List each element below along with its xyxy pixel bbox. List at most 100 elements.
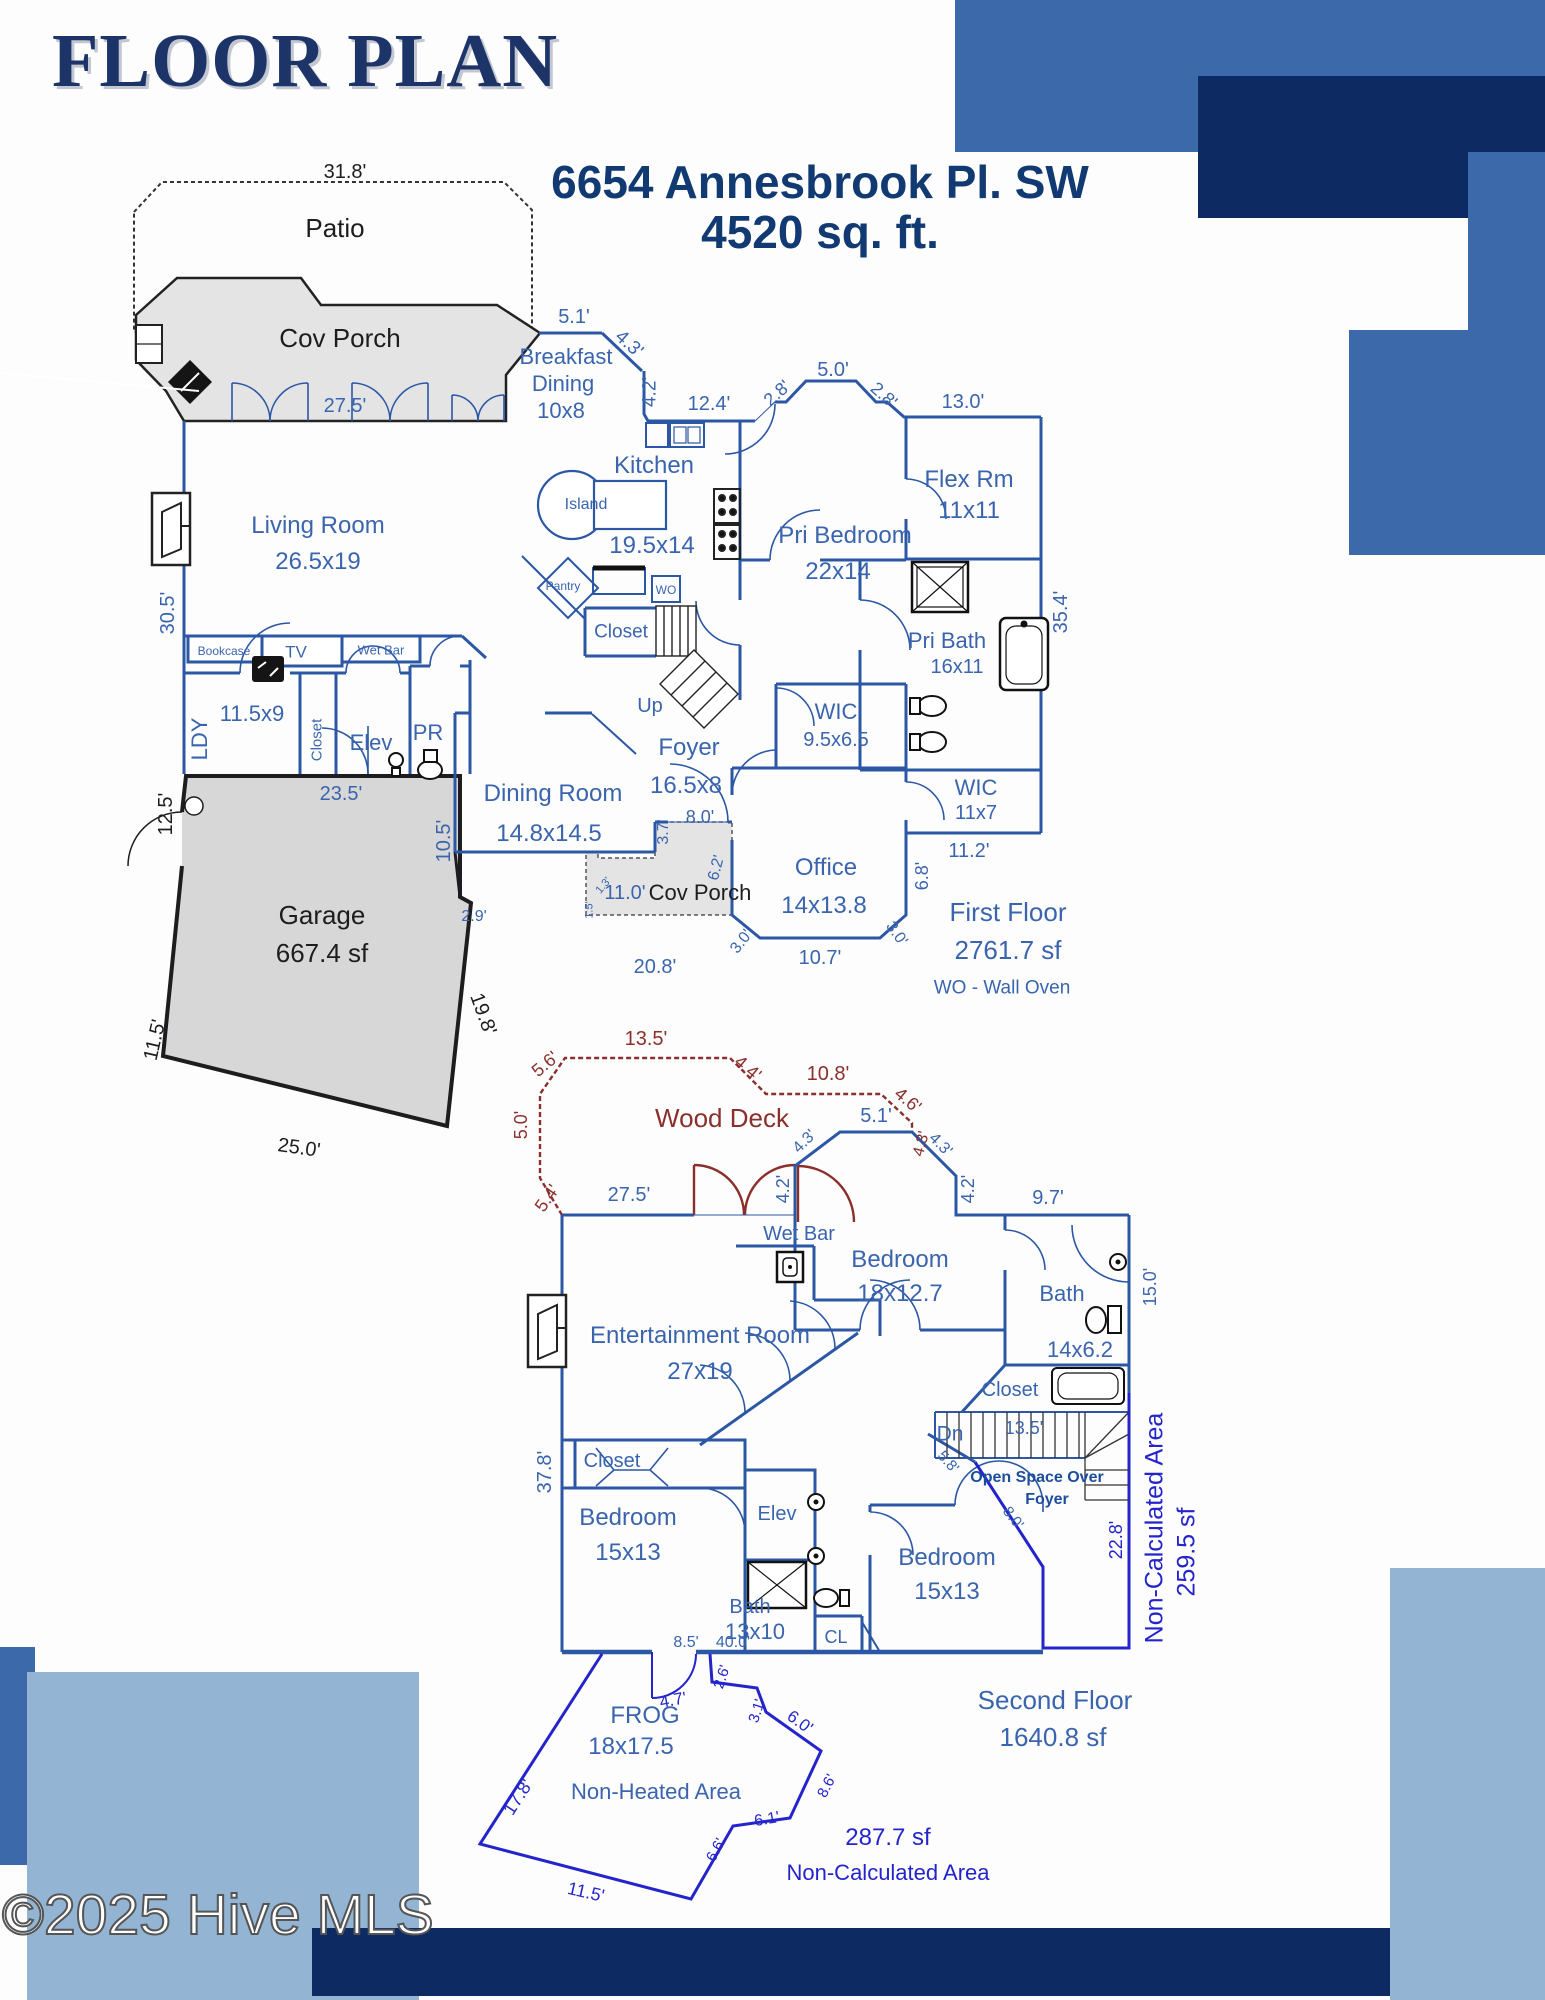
dim: 8.0' — [685, 807, 715, 827]
room-wic1: WIC — [814, 699, 858, 724]
room-office: Office — [794, 854, 858, 881]
stairs-dn: Dn — [936, 1422, 964, 1446]
dim-pri-bath: 16x11 — [930, 656, 984, 678]
pr-toilet-icon — [388, 749, 443, 780]
dim: 6.8' — [912, 861, 932, 891]
room-elev2: Elev — [757, 1503, 797, 1525]
dim: 8.5' — [673, 1634, 699, 1651]
dim: 23.5' — [319, 783, 363, 805]
deco-bottom-navy-band — [312, 1928, 1390, 1996]
room-kitchen: Kitchen — [613, 452, 695, 479]
room-tv: TV — [285, 642, 307, 662]
dim-pri-bedroom: 22x14 — [805, 558, 871, 585]
dim-frog: 18x17.5 — [588, 1733, 674, 1760]
bath2-fixtures — [1051, 1253, 1127, 1405]
dim-bath2: 14x6.2 — [1046, 1337, 1114, 1362]
front-cov-porch — [585, 821, 733, 916]
dim: 22.8' — [1106, 1520, 1126, 1560]
dim-bedroom15L: 15x13 — [595, 1539, 661, 1566]
room-living: Living Room — [251, 512, 385, 539]
room-wo: WO — [655, 583, 677, 597]
ent-room-window-icon — [526, 1293, 568, 1369]
dim-foyer: 16.5x8 — [649, 772, 723, 799]
room-foyer: Foyer — [658, 734, 720, 761]
dim: 25.0' — [276, 1134, 322, 1162]
dim-deck: 10.8' — [806, 1063, 850, 1085]
dim: 13.0' — [941, 391, 985, 413]
room-wood-deck: Wood Deck — [655, 1103, 789, 1133]
wood-deck-outline — [538, 1056, 914, 1223]
address-block: 6654 Annesbrook Pl. SW 4520 sq. ft. — [505, 157, 1135, 258]
room-patio: Patio — [305, 213, 365, 243]
summary-ff-1: First Floor — [949, 897, 1067, 927]
nca-right-2: 259.5 sf — [1172, 1507, 1201, 1597]
room-pr: PR — [412, 720, 444, 745]
pri-bath-fixtures — [909, 560, 1050, 753]
room-wetbar1: Wet Bar — [357, 642, 405, 658]
deco-right-medium-blue-2 — [1349, 330, 1545, 555]
dim-living: 26.5x19 — [275, 548, 361, 575]
frog-nonheated: Non-Heated Area — [571, 1779, 741, 1804]
room-cov-porch-front: Cov Porch — [648, 880, 752, 905]
room-pantry: Pantry — [545, 579, 581, 593]
dim: 40.0' — [715, 1634, 751, 1651]
second-floor-walls — [560, 1130, 1131, 1655]
stairs-up — [655, 605, 739, 729]
room-breakfast3: 10x8 — [537, 398, 585, 423]
dim: 15.0' — [1140, 1267, 1160, 1307]
dim: 5.1' — [558, 306, 590, 328]
dim-patio-width: 31.8' — [323, 161, 367, 183]
dim: 37.8' — [534, 1450, 556, 1494]
dim-stairs: 13.5' — [1004, 1418, 1044, 1438]
dim: 11.0' — [604, 882, 646, 904]
dim-deck: 13.5' — [624, 1028, 668, 1050]
bath3-fixtures — [746, 1493, 850, 1610]
room-cl: CL — [824, 1627, 848, 1647]
dim: 4.2' — [773, 1174, 793, 1204]
stairs-dn — [946, 1411, 1130, 1501]
room-breakfast: Breakfast — [519, 344, 613, 369]
dim: 20.8' — [633, 956, 677, 978]
dim: 12.4' — [687, 393, 731, 415]
room-bath2: Bath — [1039, 1281, 1085, 1306]
dim: 5.0' — [817, 359, 849, 381]
non-calculated-outline — [477, 1393, 1131, 1901]
open-space-2: Foyer — [1025, 1491, 1069, 1508]
nca-frog-1: 287.7 sf — [845, 1824, 931, 1851]
wetbar2-fixture — [775, 1250, 805, 1284]
dim-flex: 11x11 — [938, 497, 1000, 524]
room-closet1: Closet — [308, 718, 326, 762]
room-ldy: LDY — [187, 717, 212, 761]
room-ent: Entertainment Room — [589, 1322, 811, 1349]
room-frog: FROG — [610, 1702, 680, 1729]
dim-wic1: 9.5x6.5 — [803, 729, 869, 751]
patio-outline — [133, 181, 533, 333]
stairs-up: Up — [637, 695, 663, 717]
address-sqft: 4520 sq. ft. — [701, 205, 939, 258]
dim-garage: 667.4 sf — [275, 938, 369, 968]
room-closet2: Closet — [583, 1450, 641, 1472]
dim: 27.5' — [607, 1184, 651, 1206]
room-cov-porch-rear: Cov Porch — [279, 323, 401, 353]
summary-sf-2: 1640.8 sf — [999, 1722, 1107, 1752]
dim: 4.2' — [639, 376, 661, 408]
deco-right-medium-blue-1 — [1468, 152, 1545, 330]
dim-porch-width: 27.5' — [323, 395, 367, 417]
summary-ff-2: 2761.7 sf — [954, 935, 1062, 965]
porch-french-doors — [231, 382, 505, 422]
dim-wic2: 11x7 — [955, 802, 997, 824]
dim: 9.7' — [1032, 1187, 1064, 1209]
dim: 30.5' — [157, 591, 179, 635]
dim-ent: 27x19 — [667, 1358, 733, 1385]
nca-right-1: Non-Calculated Area — [1140, 1412, 1169, 1644]
porch-door-diamond-icon — [0, 360, 212, 404]
dim-ldy: 11.5x9 — [219, 701, 285, 726]
room-bedroom15L: Bedroom — [579, 1504, 677, 1531]
room-closet-b2: Closet — [981, 1379, 1039, 1401]
dim: 3.7' — [655, 819, 672, 845]
tv-icon — [252, 656, 284, 682]
dim: 1.5' — [583, 901, 596, 919]
dim-deck: 5.0' — [511, 1110, 531, 1140]
